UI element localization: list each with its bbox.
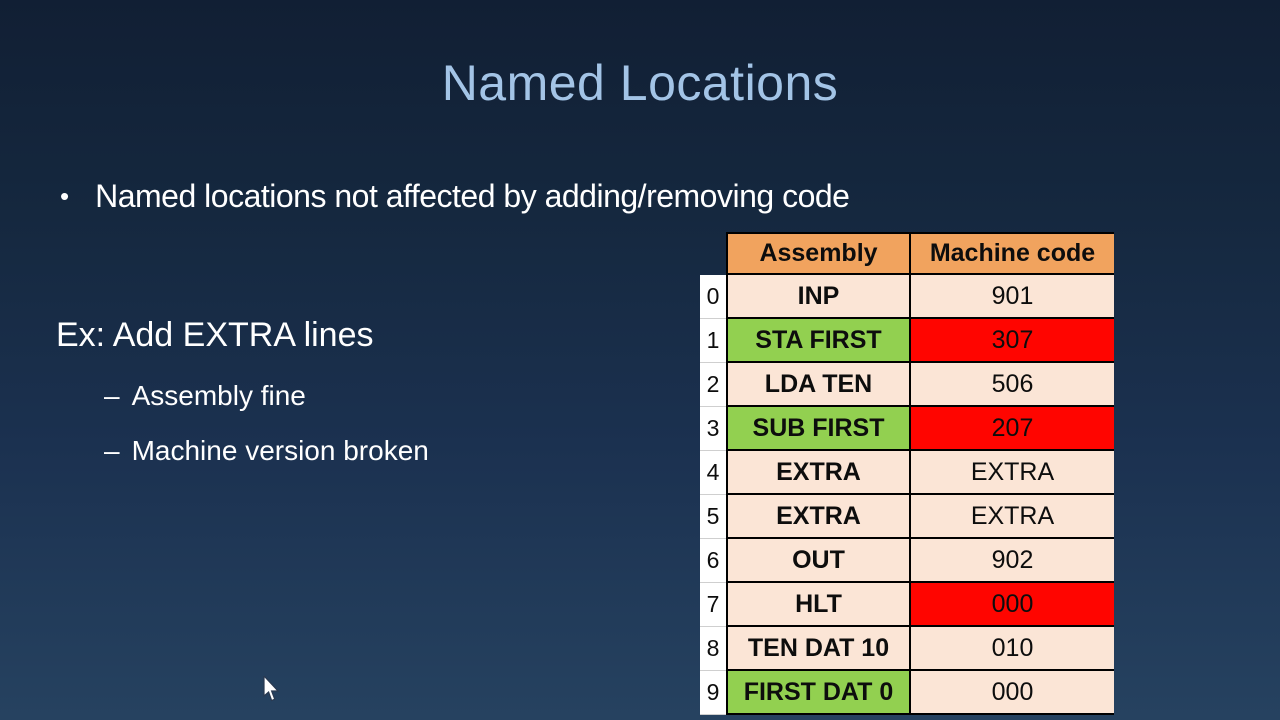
row-number-cell: 6 [700, 539, 726, 583]
assembly-cell: SUB FIRST [726, 407, 909, 451]
row-number-cell: 1 [700, 319, 726, 363]
assembly-machine-code-table: Assembly Machine code 0 INP 901 1 STA FI… [700, 232, 1114, 715]
header-machine-code: Machine code [909, 232, 1114, 275]
machine-code-cell: 000 [909, 583, 1114, 627]
table-row: 6 OUT 902 [700, 539, 1114, 583]
table-row: 7 HLT 000 [700, 583, 1114, 627]
bullet-item: • Named locations not affected by adding… [60, 176, 1160, 216]
assembly-cell: STA FIRST [726, 319, 909, 363]
assembly-cell: OUT [726, 539, 909, 583]
machine-code-cell: 902 [909, 539, 1114, 583]
machine-code-cell: EXTRA [909, 495, 1114, 539]
mouse-cursor [263, 676, 280, 702]
machine-code-cell: 506 [909, 363, 1114, 407]
table-row: 8 TEN DAT 10 010 [700, 627, 1114, 671]
dash-marker: – [104, 435, 120, 466]
assembly-cell: EXTRA [726, 495, 909, 539]
machine-code-cell: 000 [909, 671, 1114, 715]
table-row: 0 INP 901 [700, 275, 1114, 319]
page-title: Named Locations [441, 55, 839, 111]
assembly-cell: EXTRA [726, 451, 909, 495]
table-body: 0 INP 901 1 STA FIRST 307 2 LDA TEN 5 0 6 … [700, 275, 1114, 715]
header-assembly: Assembly [726, 232, 909, 275]
machine-code-cell: EXTRA [909, 451, 1114, 495]
example-heading: Ex: Add EXTRA lines [56, 316, 374, 354]
dash-marker: – [104, 380, 120, 411]
bullet-text: Named locations not affected by adding/r… [95, 178, 850, 214]
table-row: 9 FIRST DAT 0 000 [700, 671, 1114, 715]
table-row: 1 STA FIRST 307 [700, 319, 1114, 363]
row-number-cell: 4 [700, 451, 726, 495]
table-header-row: Assembly Machine code [700, 232, 1114, 275]
table-row: 5 EXTRA EXTRA [700, 495, 1114, 539]
row-number-cell: 9 [700, 671, 726, 715]
assembly-cell: INP [726, 275, 909, 319]
assembly-cell: HLT [726, 583, 909, 627]
sub-bullet-assembly-fine: – Assembly fine [104, 380, 306, 412]
bullet-dot: • [60, 181, 70, 211]
sub-bullet-machine-broken: – Machine version broken [104, 435, 429, 467]
header-spacer [700, 232, 726, 275]
machine-code-cell: 901 [909, 275, 1114, 319]
row-number-cell: 0 [700, 275, 726, 319]
machine-code-cell: 207 [909, 407, 1114, 451]
sub-bullet-text: Assembly fine [131, 380, 306, 411]
sub-bullet-text: Machine version broken [131, 435, 429, 466]
table-row: 2 LDA TEN 506 [700, 363, 1114, 407]
assembly-cell: FIRST DAT 0 [726, 671, 909, 715]
row-number-cell: 7 [700, 583, 726, 627]
row-number-cell: 2 [700, 363, 726, 407]
assembly-cell: LDA TEN [726, 363, 909, 407]
machine-code-cell: 010 [909, 627, 1114, 671]
row-number-cell: 5 [700, 495, 726, 539]
table-row: 3 SUB FIRST 207 [700, 407, 1114, 451]
machine-code-cell: 307 [909, 319, 1114, 363]
row-number-cell: 8 [700, 627, 726, 671]
row-number-cell: 3 [700, 407, 726, 451]
table-row: 4 EXTRA EXTRA [700, 451, 1114, 495]
assembly-cell: TEN DAT 10 [726, 627, 909, 671]
